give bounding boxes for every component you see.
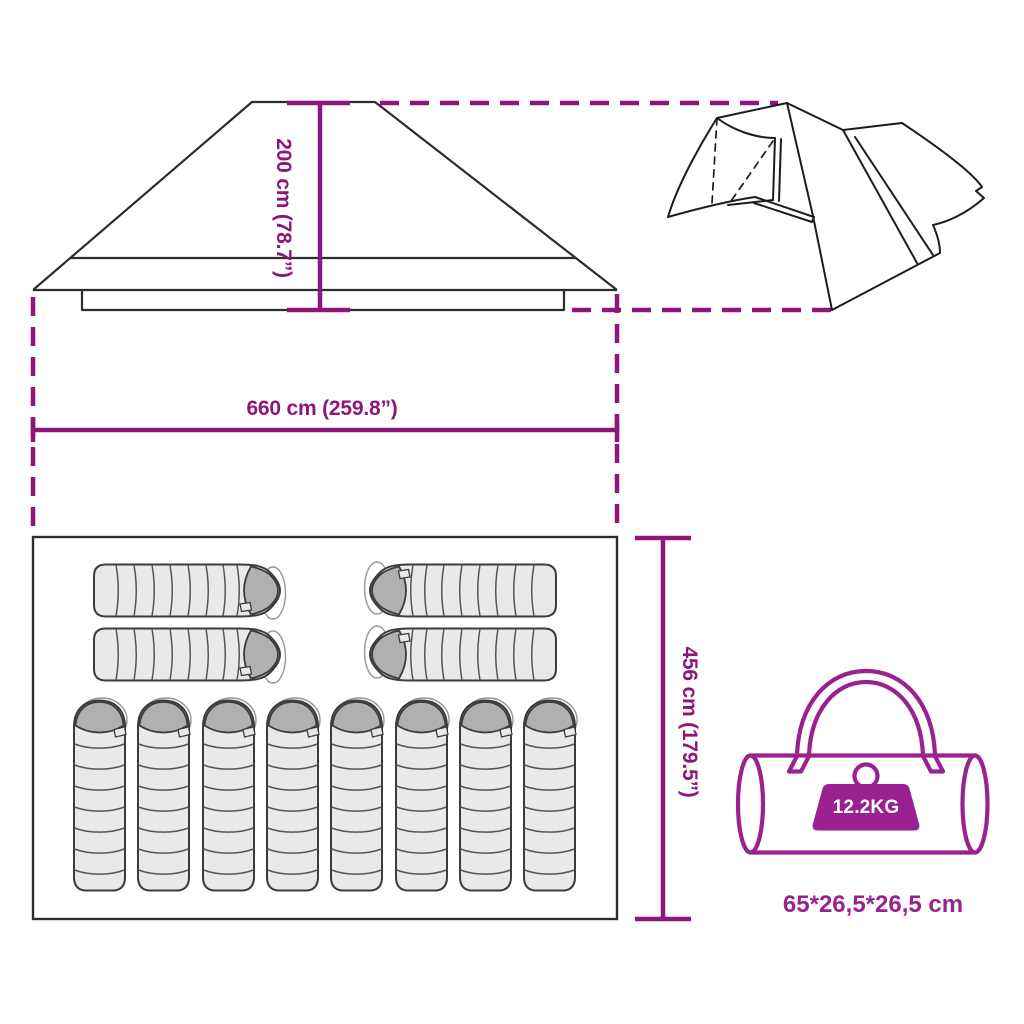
height-dimension-line: [287, 100, 350, 313]
sleeping-bag-icon: [93, 627, 287, 684]
bag-weight-label: 12.2KG: [832, 797, 900, 818]
sleeping-bag-icon: [73, 697, 128, 892]
sleeping-bag-icon: [266, 697, 321, 892]
bag-handle-outer: [794, 668, 938, 758]
sleeping-bag-icon: [137, 697, 192, 892]
depth-dimension-line: [635, 535, 691, 922]
tent-roof-side-view: [32, 100, 618, 312]
guide-dashed-lines: [30, 100, 831, 531]
carry-bag-illustration: [735, 668, 990, 855]
tent-3d-illustration: [667, 102, 985, 311]
floor-plan: [31, 535, 619, 921]
sleeping-bag-icon: [202, 697, 257, 892]
sleeping-bag-icon: [395, 697, 450, 892]
width-dimension-line: [30, 418, 620, 442]
sleeping-bag-icon: [523, 697, 578, 892]
bag-end-left: [735, 753, 766, 855]
depth-dimension-label: 456 cm (179.5”): [678, 646, 701, 798]
sleeping-bag-icon: [330, 697, 385, 892]
sleeping-bag-icon: [363, 561, 557, 618]
bag-strap-end-left: [786, 753, 812, 774]
bag-size-label: 65*26,5*26,5 cm: [782, 891, 964, 918]
height-dimension-label: 200 cm (78.7”): [272, 138, 295, 278]
sleeping-bag-icon: [459, 697, 514, 892]
bag-handle-inner: [806, 679, 926, 758]
bag-strap-end-right: [920, 753, 946, 774]
bag-body: [748, 753, 978, 855]
weight-icon: [812, 762, 920, 831]
sleeping-bag-icon: [363, 625, 557, 682]
bag-end-right: [960, 753, 990, 855]
width-dimension-label: 660 cm (259.8”): [246, 397, 398, 420]
sleeping-bag-icon: [93, 563, 287, 620]
